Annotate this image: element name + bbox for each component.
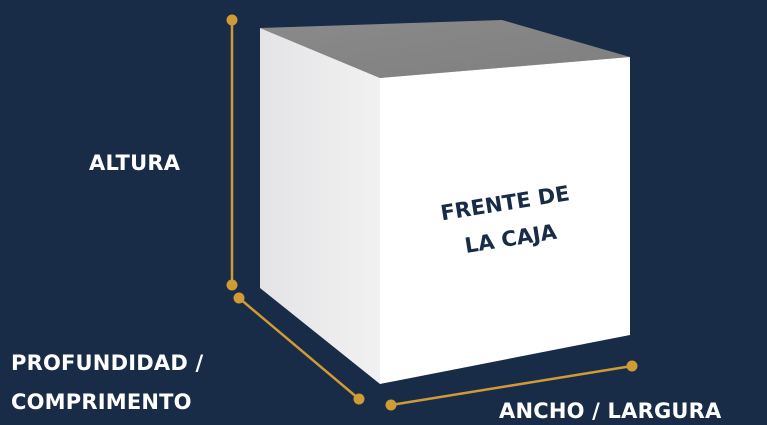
depth-dimension-line xyxy=(233,292,365,405)
height-dimension-line xyxy=(226,14,238,291)
width-line-start-dot xyxy=(385,399,397,411)
depth-label: PROFUNDIDAD / COMPRIMENTO xyxy=(11,344,203,422)
width-label: ANCHO / LARGURA xyxy=(499,399,722,423)
depth-line-start-dot xyxy=(233,292,245,304)
box-front-face xyxy=(380,57,630,384)
height-line-top-dot xyxy=(226,14,238,26)
width-dimension-line xyxy=(385,360,638,411)
depth-label-line1: PROFUNDIDAD / xyxy=(11,351,204,375)
box-top-face xyxy=(260,20,630,78)
depth-line-end-dot xyxy=(353,393,365,405)
box-side-face xyxy=(260,28,380,384)
height-line-bottom-dot xyxy=(226,279,238,291)
height-label: ALTURA xyxy=(89,151,181,175)
depth-label-line2: COMPRIMENTO xyxy=(11,390,192,414)
width-line-end-dot xyxy=(626,360,638,372)
